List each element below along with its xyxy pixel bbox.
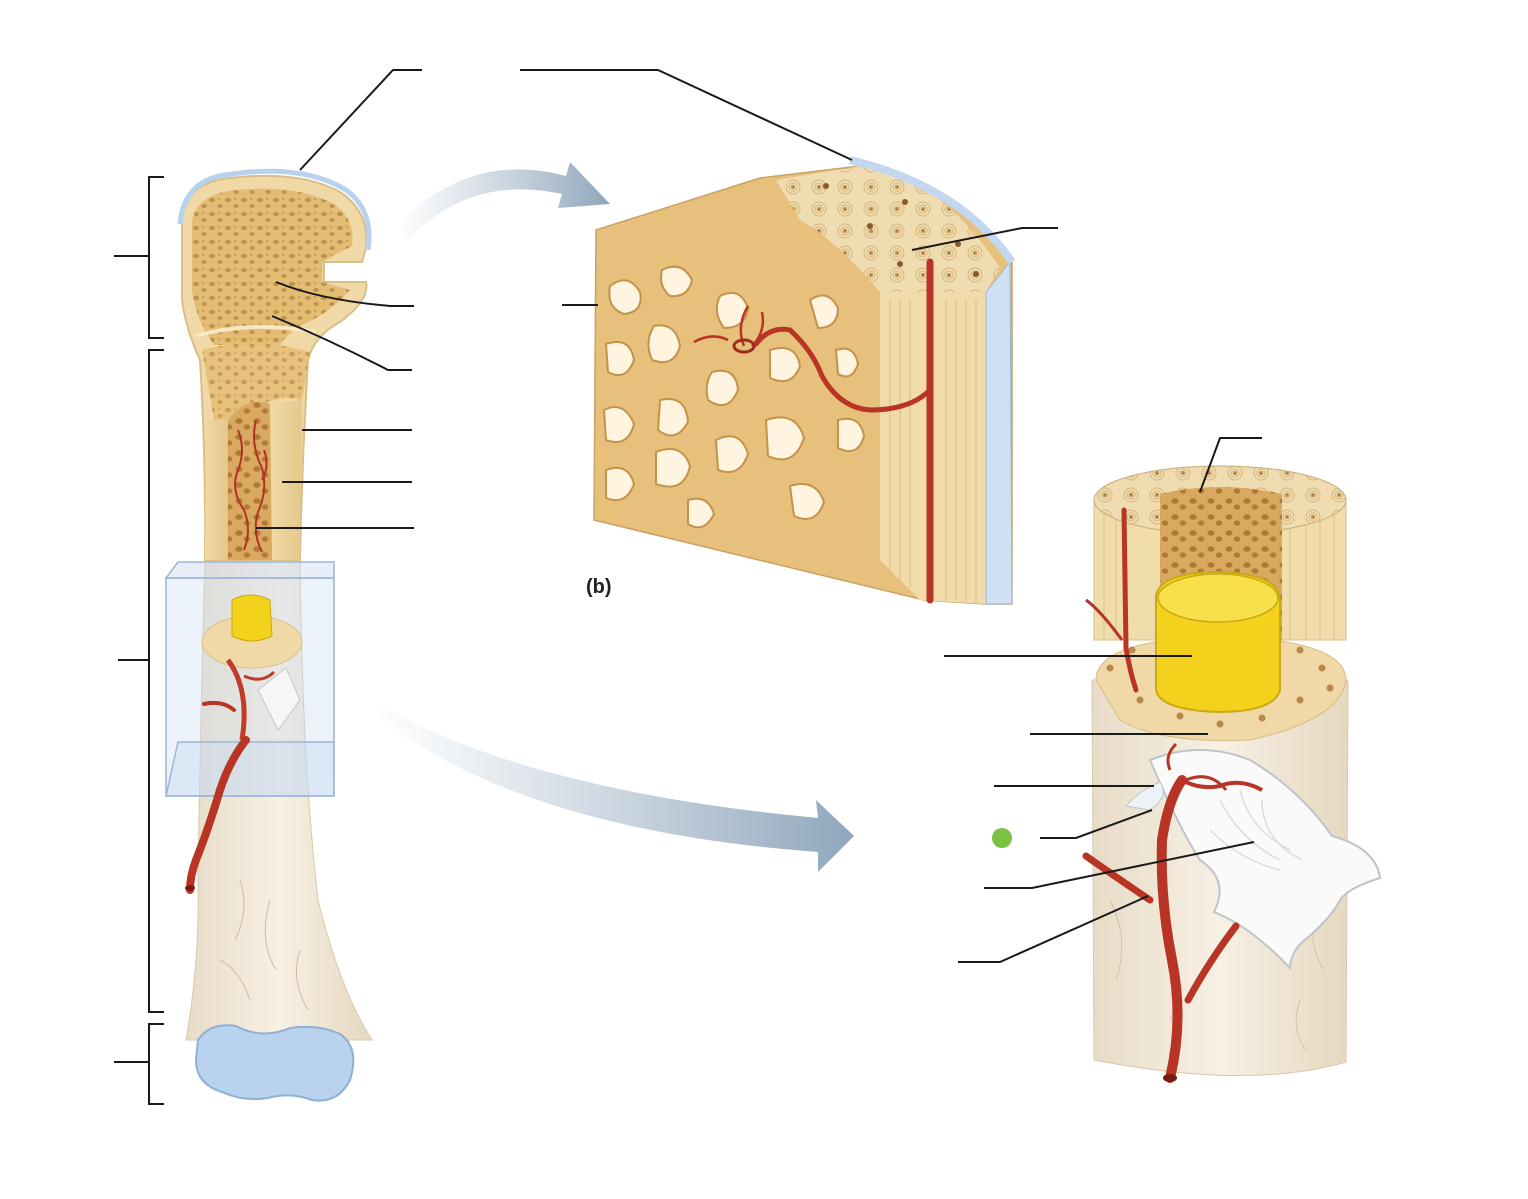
spongy-compact-block-b xyxy=(593,156,1016,605)
perforating-canal-vessel xyxy=(753,326,933,413)
back-vessel-c xyxy=(1121,507,1139,693)
distal-epiphysis-bracket xyxy=(114,1023,164,1105)
spongy-bone-metaphysis xyxy=(202,343,310,420)
peeled-periosteum xyxy=(1148,749,1382,971)
marrow-vessels xyxy=(234,419,268,553)
diaphysis-bracket xyxy=(118,349,164,1013)
block-b-leader-lines xyxy=(520,69,1058,306)
leader-spongy-bone xyxy=(275,281,414,307)
periosteum-strip xyxy=(985,260,1013,605)
arrow-to-detail-c xyxy=(372,700,854,872)
nutrient-artery-left xyxy=(186,736,250,894)
nutrient-artery-opening xyxy=(185,885,195,891)
trabeculae-holes xyxy=(602,265,866,529)
arrow-to-detail-b xyxy=(396,162,610,240)
shaft-cross-section-c xyxy=(1082,465,1382,1083)
panel-label-b: (b) xyxy=(586,576,612,598)
left-leader-lines xyxy=(256,69,422,529)
osteon-canal-dots xyxy=(823,183,979,277)
proximal-epiphysis-bracket xyxy=(114,176,164,339)
compact-bone-wall-right xyxy=(272,400,302,560)
magnification-box xyxy=(164,561,335,797)
leader-periosteum-b xyxy=(520,69,853,161)
epiphyseal-line xyxy=(195,324,317,338)
leader-endosteum-c xyxy=(1199,437,1262,493)
shaft-surface-vein-lines xyxy=(219,879,309,1011)
articular-cartilage-head xyxy=(177,168,372,251)
leader-outer-fibrous-c xyxy=(984,841,1255,889)
green-dot-icon xyxy=(992,828,1012,848)
compact-bone-wall-left xyxy=(205,420,228,560)
diaphysis-exterior xyxy=(185,559,373,1041)
leader-nutrient-artery-c xyxy=(958,895,1149,963)
region-brackets xyxy=(114,176,164,1105)
humerus-long-bone xyxy=(177,168,373,1102)
leader-periosteum-c xyxy=(1040,809,1153,839)
spongy-bone-head xyxy=(192,188,353,345)
compact-bone-top-surface xyxy=(776,166,1000,292)
medullary-cavity xyxy=(228,402,272,560)
leader-osteon-b xyxy=(911,227,1058,251)
leader-articular-cartilage xyxy=(299,69,422,171)
distal-articular-cartilage xyxy=(194,1024,355,1102)
nutrient-artery-c xyxy=(1156,775,1187,1083)
leader-epiphyseal-line xyxy=(271,315,412,371)
section-c-leader-lines xyxy=(944,437,1262,963)
disc-canal-dots xyxy=(1106,646,1334,728)
